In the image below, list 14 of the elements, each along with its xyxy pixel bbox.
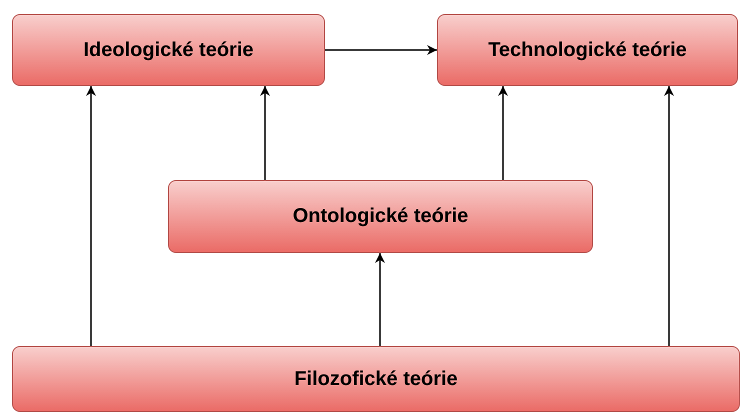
node-label: Technologické teórie bbox=[488, 38, 687, 62]
arrow bbox=[260, 86, 270, 180]
arrow bbox=[498, 86, 508, 180]
process-box bbox=[168, 180, 593, 253]
arrow bbox=[664, 86, 674, 346]
process-box bbox=[12, 346, 740, 412]
process-box bbox=[437, 14, 738, 86]
arrow bbox=[325, 45, 437, 55]
arrow bbox=[86, 86, 96, 346]
node-label: Ideologické teórie bbox=[83, 38, 254, 62]
arrow bbox=[375, 253, 385, 346]
process-box bbox=[12, 14, 325, 86]
node-label: Ontologické teórie bbox=[292, 205, 468, 228]
node-label: Filozofické teórie bbox=[294, 368, 458, 390]
